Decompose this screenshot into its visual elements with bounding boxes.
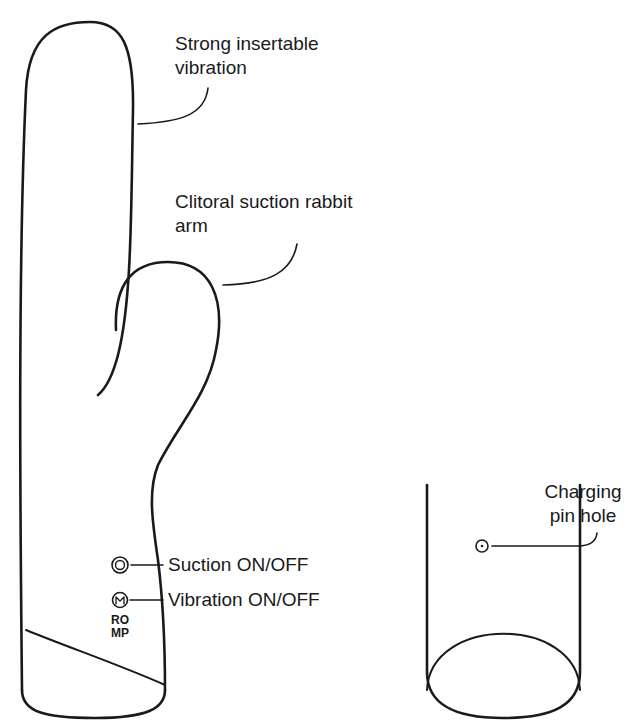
base-outline	[22, 690, 165, 718]
part-label: Clitoral suction rabbit arm	[175, 190, 353, 238]
end-view-base-arc	[427, 634, 580, 690]
suction-button	[112, 557, 128, 573]
vibration-button	[113, 593, 128, 608]
leader-line	[138, 88, 208, 124]
charging-pin-dot	[481, 545, 484, 548]
leader-line	[223, 244, 297, 285]
suction-button-inner	[116, 561, 125, 570]
button-label: Suction ON/OFF	[168, 553, 308, 577]
vibration-wave-icon	[116, 597, 124, 604]
leader-line	[131, 564, 163, 566]
rabbit-arm-outline	[116, 262, 219, 690]
leader-line	[492, 533, 597, 546]
part-label: Charging pin hole	[535, 480, 631, 528]
base-band-line	[26, 630, 165, 685]
brand-logo: RO MP	[106, 614, 134, 639]
leader-line	[130, 599, 163, 601]
charging-pin-hole	[476, 540, 488, 552]
shaft-outline	[20, 22, 133, 690]
button-label: Vibration ON/OFF	[168, 588, 320, 612]
part-label: Strong insertable vibration	[175, 32, 353, 80]
